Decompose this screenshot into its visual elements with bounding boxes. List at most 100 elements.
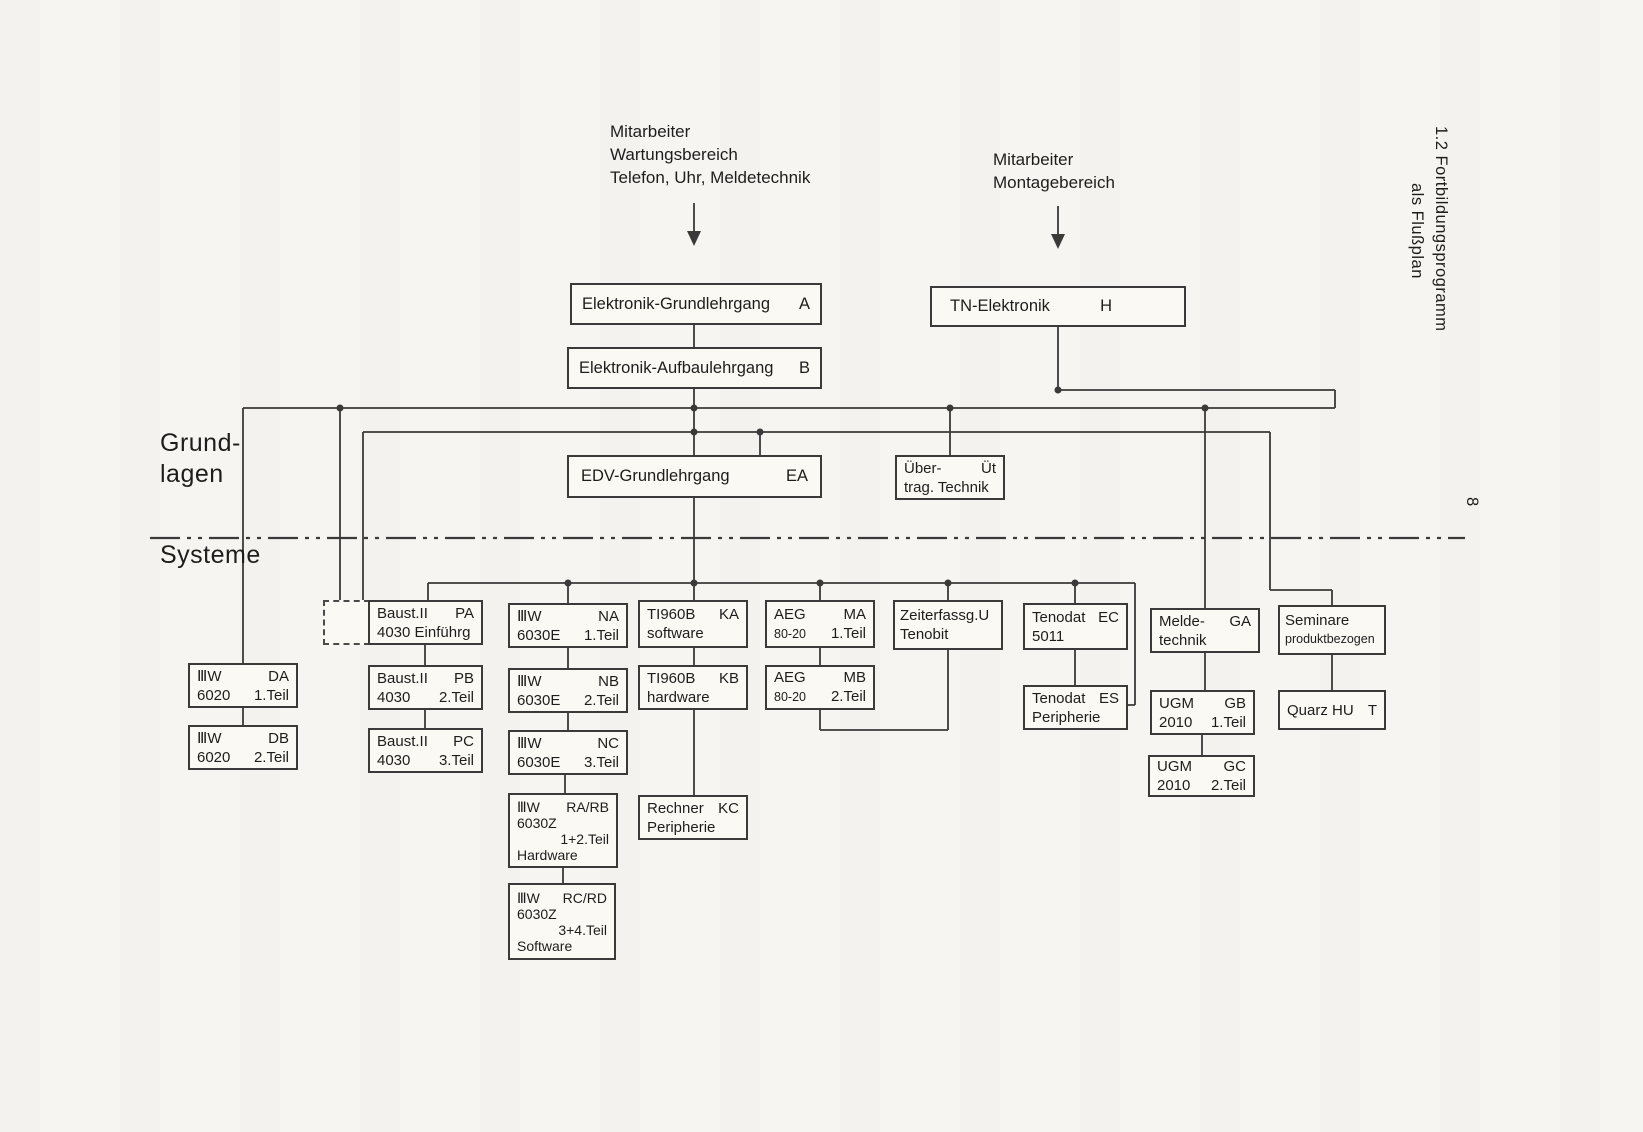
course-part: 3.Teil bbox=[583, 753, 619, 771]
course-title: ⅢW bbox=[517, 798, 540, 815]
junction-dot bbox=[756, 428, 764, 436]
course-subtitle: 4030 bbox=[377, 751, 411, 769]
course-subtitle: trag. Technik bbox=[904, 478, 989, 496]
junction-dot bbox=[944, 579, 952, 587]
course-code: KA bbox=[718, 606, 739, 623]
course-title: Rechner bbox=[647, 799, 704, 817]
course-code: PB bbox=[453, 669, 474, 687]
label-line: Systeme bbox=[160, 541, 261, 569]
course-title: TI960B bbox=[647, 606, 696, 623]
course-title: TI960B bbox=[647, 669, 696, 687]
course-subtitle: 5011 bbox=[1032, 627, 1065, 645]
course-code: H bbox=[1100, 297, 1112, 315]
course-subtitle: 80-20 bbox=[774, 626, 806, 641]
course-title: Elektronik-Grundlehrgang bbox=[582, 294, 771, 313]
course-title: Tenodat bbox=[1032, 689, 1086, 707]
course-part: 2.Teil bbox=[583, 691, 619, 709]
course-subtitle: 6030Z bbox=[517, 905, 557, 922]
course-code: RC/RD bbox=[562, 889, 607, 906]
course-code: RA/RB bbox=[566, 798, 609, 815]
node-ti960b-software-ka: TI960B KA software bbox=[638, 600, 748, 648]
course-subtitle: 6030E bbox=[517, 753, 561, 771]
course-subtitle: Peripherie bbox=[1032, 708, 1101, 726]
label-line: Grund- bbox=[160, 429, 241, 457]
node-meldetechnik-ga: Melde-GA technik bbox=[1150, 608, 1260, 653]
course-part: 1.Teil bbox=[253, 686, 289, 704]
node-pa-dashed-extension bbox=[323, 600, 370, 645]
course-subtitle: 4030 bbox=[377, 688, 411, 706]
junction-dot bbox=[690, 404, 698, 412]
junction-dot bbox=[336, 404, 344, 412]
down-arrow-icon bbox=[1051, 234, 1065, 249]
course-subtitle: 6030Z bbox=[517, 814, 557, 831]
margin-title-line1: 1.2 Fortbildungsprogramm bbox=[1432, 126, 1450, 332]
course-subtitle: 6020 bbox=[197, 686, 231, 704]
course-code: ES bbox=[1098, 689, 1119, 707]
course-title: ⅢW bbox=[517, 734, 542, 752]
course-title: ⅢW bbox=[517, 672, 542, 690]
course-title: Quarz HU bbox=[1287, 701, 1354, 719]
course-code: NC bbox=[597, 734, 619, 752]
course-subtitle: software bbox=[647, 625, 704, 642]
label-line: Mitarbeiter bbox=[993, 150, 1074, 169]
course-part: 1.Teil bbox=[583, 626, 619, 644]
course-code: B bbox=[798, 358, 810, 377]
down-arrow-icon bbox=[687, 231, 701, 246]
course-code: EA bbox=[785, 467, 808, 485]
course-title: AEG bbox=[774, 669, 806, 686]
course-subtitle: 6030E bbox=[517, 626, 561, 644]
node-baust2-4030-pa: Baust.II PA 4030 Einführg bbox=[368, 600, 483, 645]
course-subtitle: 2010 bbox=[1157, 777, 1191, 794]
course-part: 2.Teil bbox=[1210, 777, 1246, 794]
node-tenodat-peripherie-es: Tenodat ES Peripherie bbox=[1023, 685, 1128, 730]
course-title: Melde- bbox=[1159, 612, 1205, 630]
course-title: Baust.II bbox=[377, 604, 428, 622]
course-subtitle: Tenobit bbox=[900, 626, 949, 643]
course-title: UGM bbox=[1159, 694, 1194, 712]
junction-dot bbox=[1054, 386, 1062, 394]
margin-title-line2: als Flußplan bbox=[1408, 183, 1426, 279]
course-subtitle: technik bbox=[1159, 631, 1207, 649]
node-uebertragungstechnik-uet: Über- Üt trag. Technik bbox=[895, 455, 1005, 500]
course-title: Über- bbox=[904, 459, 942, 477]
course-code: PC bbox=[453, 732, 474, 750]
course-title: ⅢW bbox=[197, 729, 222, 747]
course-part: 3+4.Teil bbox=[558, 921, 607, 938]
node-seminare-produktbezogen: Seminare produktbezogen bbox=[1278, 605, 1386, 655]
course-title: UGM bbox=[1157, 758, 1192, 775]
label-line: lagen bbox=[160, 460, 224, 488]
course-code: PA bbox=[455, 604, 474, 622]
course-part: 1.Teil bbox=[830, 624, 866, 642]
course-title: Seminare bbox=[1285, 612, 1350, 629]
course-subtitle: Peripherie bbox=[647, 818, 716, 836]
junction-dot bbox=[816, 579, 824, 587]
course-code: NB bbox=[598, 672, 619, 690]
course-code: Üt bbox=[981, 459, 996, 477]
node-edv-grundlehrgang-ea: EDV-Grundlehrgang EA bbox=[567, 455, 822, 498]
junction-dot bbox=[1201, 404, 1209, 412]
course-title: EDV-Grundlehrgang bbox=[581, 467, 730, 485]
course-subtitle: 6020 bbox=[197, 748, 231, 766]
label-source-montagebereich: Mitarbeiter Montagebereich bbox=[993, 148, 1115, 194]
flow-line-top bbox=[693, 203, 1336, 455]
course-title: ⅢW bbox=[197, 667, 222, 685]
course-part: 2.Teil bbox=[438, 688, 474, 706]
flow-bus-lines bbox=[242, 407, 1335, 706]
course-subtitle: 4030 Einführg bbox=[377, 623, 471, 641]
course-title: Baust.II bbox=[377, 669, 428, 687]
